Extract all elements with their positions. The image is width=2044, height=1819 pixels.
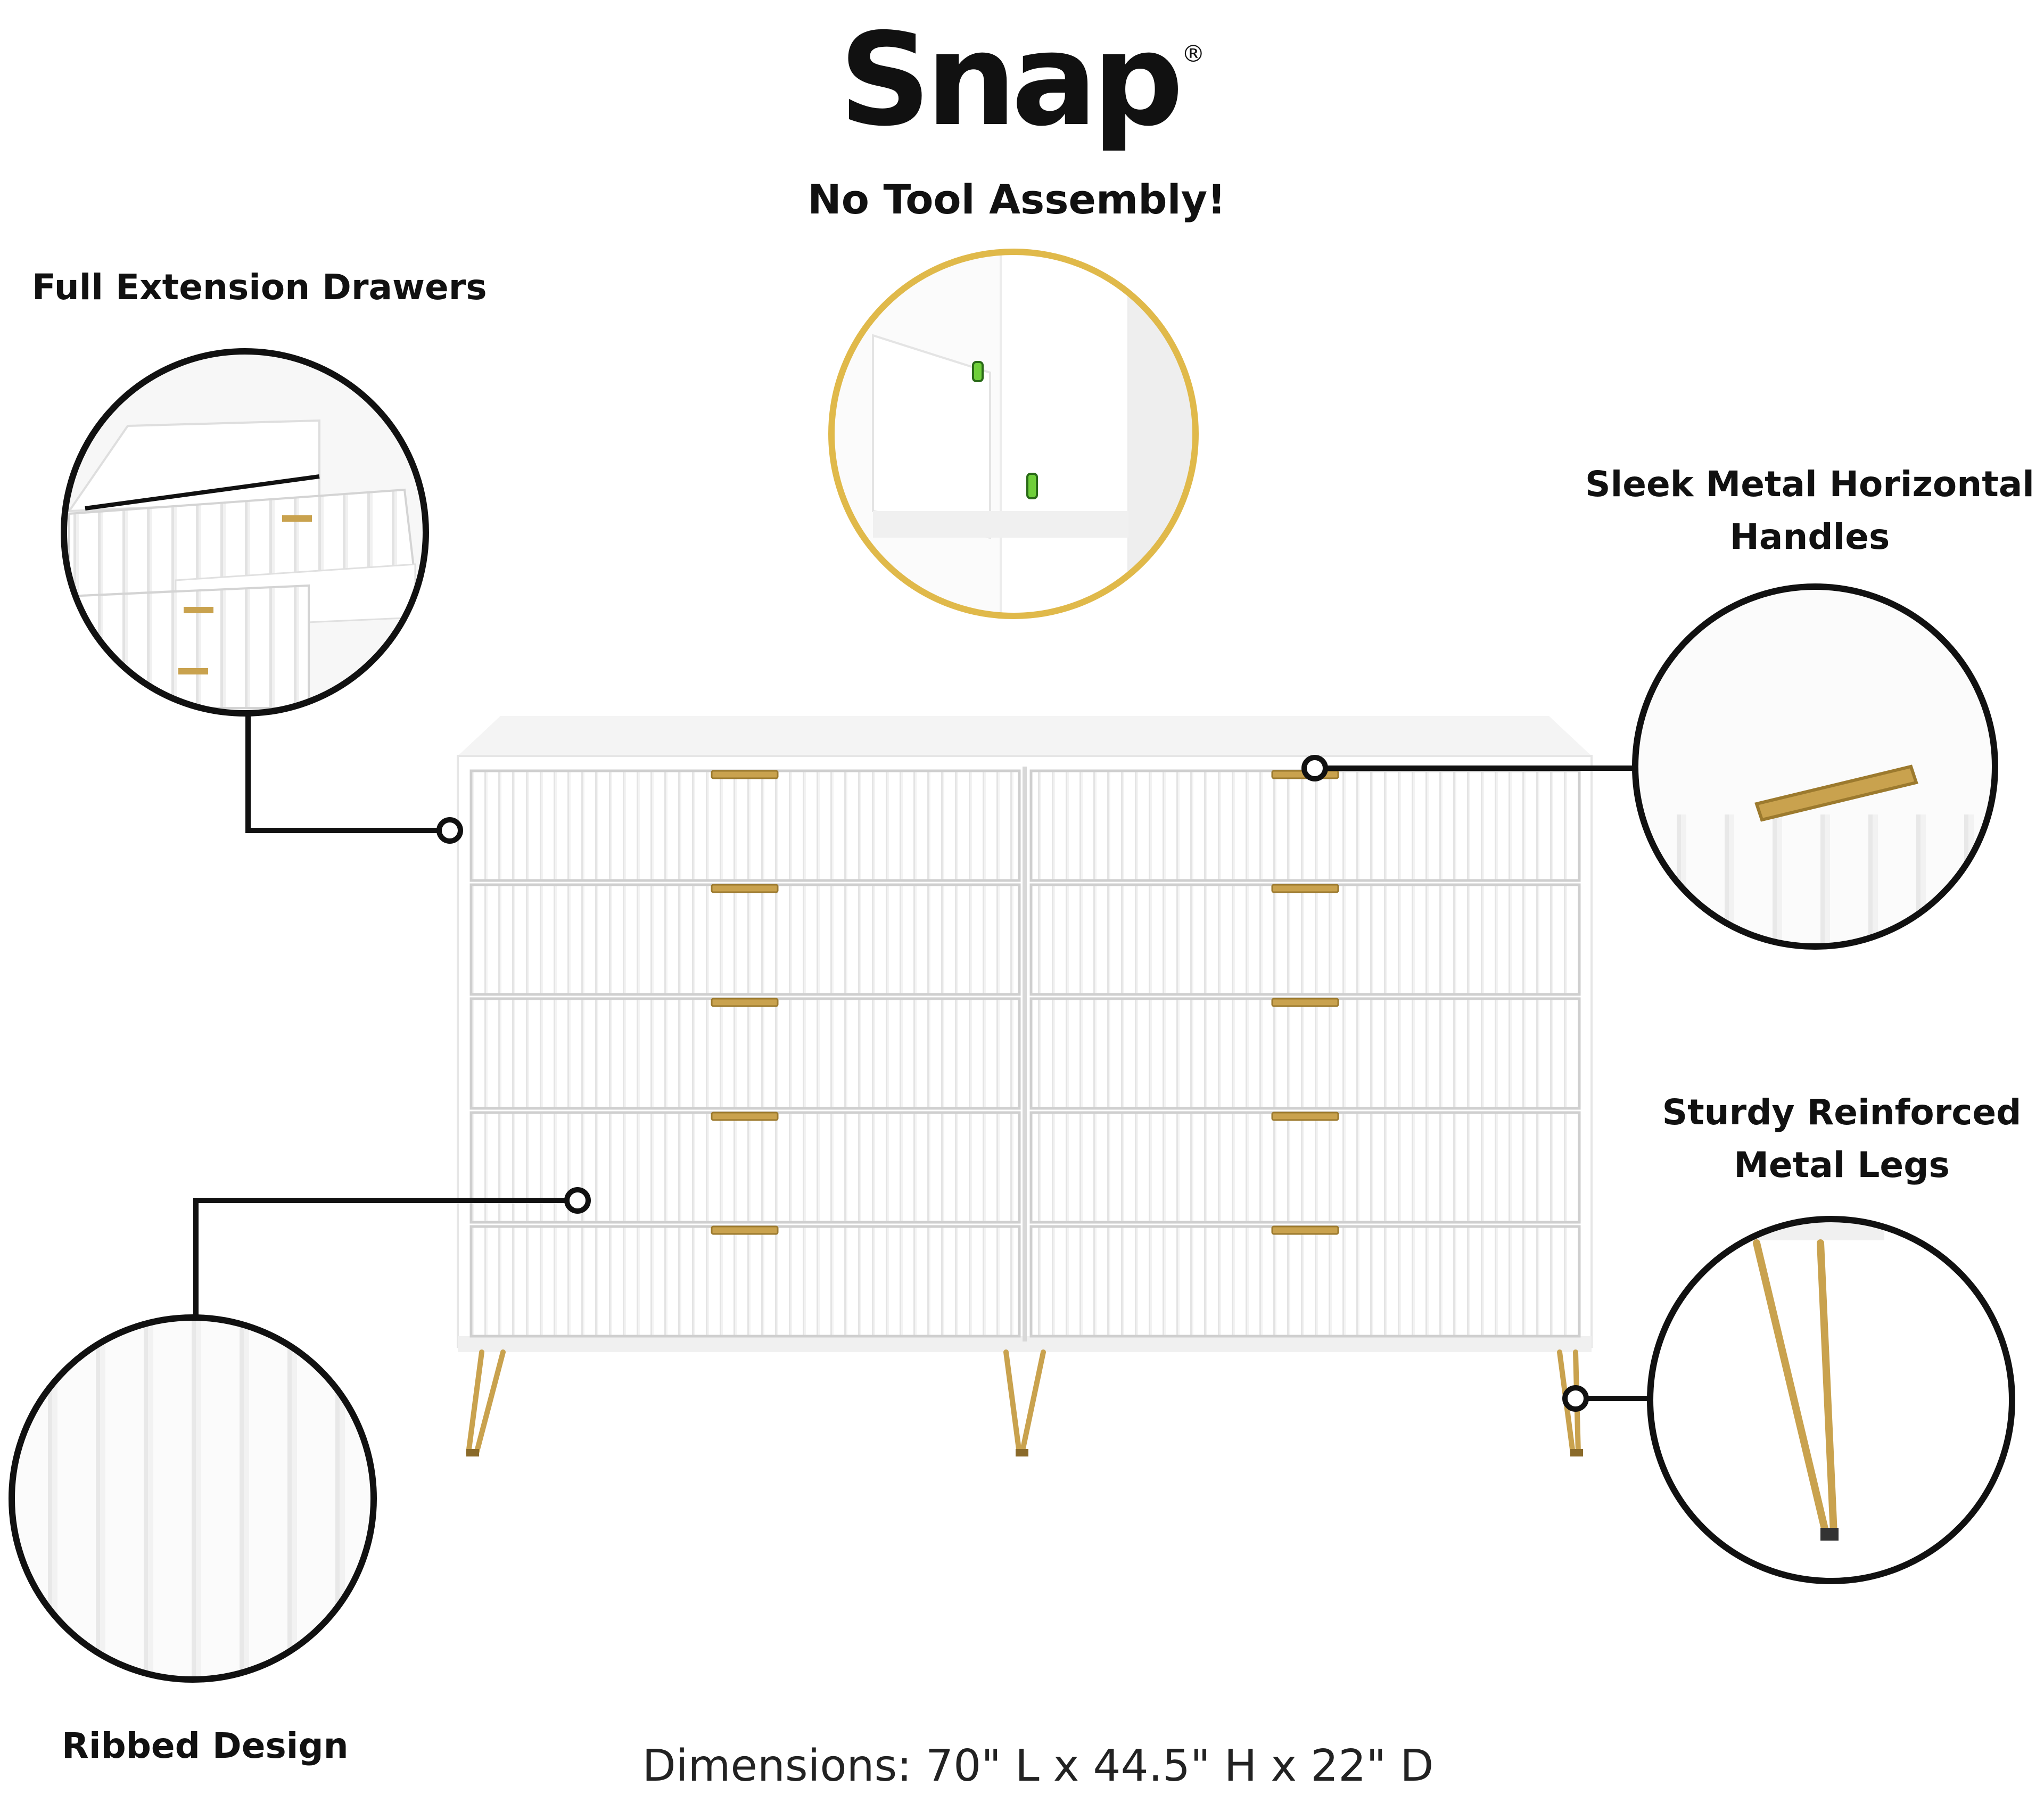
dimensions-text: Dimensions: 70" L x 44.5" H x 22" D xyxy=(642,1741,1434,1791)
drawer-right-5 xyxy=(1029,1225,1581,1338)
left-drawers xyxy=(469,769,1021,1338)
leader-full-extension xyxy=(245,713,450,833)
handles xyxy=(711,770,1339,1235)
drawer-left-2 xyxy=(469,883,1021,996)
label-sleek-handles-line1: Sleek Metal Horizontal xyxy=(1585,464,2034,505)
label-ribbed-design: Ribbed Design xyxy=(62,1725,349,1766)
circle-full-extension xyxy=(61,348,429,717)
circle-snap-detail xyxy=(828,249,1199,619)
callout-dots xyxy=(436,755,1589,1412)
label-full-extension-drawers: Full Extension Drawers xyxy=(32,267,487,308)
callout-dot-icon xyxy=(564,1187,591,1214)
circle-legs-detail xyxy=(1647,1216,2015,1584)
handle-right-3 xyxy=(1271,998,1339,1007)
drawer-right-2 xyxy=(1029,883,1581,996)
label-sleek-handles: Sleek Metal Horizontal Handles xyxy=(1576,458,2044,563)
foot-left xyxy=(466,1449,479,1456)
drawer-right-4 xyxy=(1029,1111,1581,1224)
label-metal-legs-line2: Metal Legs xyxy=(1734,1145,1950,1186)
dresser-top xyxy=(458,716,1592,756)
leg-middle xyxy=(1003,1349,1046,1456)
callout-dot-icon xyxy=(1301,755,1328,781)
callout-dot-icon xyxy=(1562,1385,1589,1412)
drawer-left-3 xyxy=(469,997,1021,1110)
circle-handles-detail xyxy=(1632,583,1998,950)
label-sleek-handles-line2: Handles xyxy=(1729,516,1890,557)
leg-left xyxy=(466,1349,506,1456)
handle-left-4 xyxy=(711,1112,779,1121)
leg-feet xyxy=(466,1449,1583,1456)
label-metal-legs: Sturdy Reinforced Metal Legs xyxy=(1618,1086,2044,1191)
handle-left-3 xyxy=(711,998,779,1007)
leader-ribbed xyxy=(193,1198,578,1318)
handle-right-5 xyxy=(1271,1225,1339,1235)
registered-mark: ® xyxy=(1181,40,1205,68)
right-drawers xyxy=(1029,769,1581,1338)
legs xyxy=(466,1349,1581,1456)
handle-left-5 xyxy=(711,1225,779,1235)
drawer-left-1 xyxy=(469,769,1021,882)
leader-lines xyxy=(193,713,1650,1401)
drawer-right-3 xyxy=(1029,997,1581,1110)
dresser xyxy=(457,716,1593,1456)
drawer-right-1 xyxy=(1029,769,1581,882)
brand-name: Snap xyxy=(839,5,1183,154)
brand-logo: Snap® xyxy=(820,16,1224,144)
drawer-left-4 xyxy=(469,1111,1021,1224)
handle-left-2 xyxy=(711,884,779,893)
handle-right-2 xyxy=(1271,884,1339,893)
callout-dot-icon xyxy=(436,817,463,844)
tagline: No Tool Assembly! xyxy=(807,176,1226,223)
handle-left-1 xyxy=(711,770,779,779)
foot-middle xyxy=(1016,1449,1028,1456)
circle-ribbed-detail xyxy=(9,1314,377,1683)
label-metal-legs-line1: Sturdy Reinforced xyxy=(1662,1092,2022,1133)
handle-right-4 xyxy=(1271,1112,1339,1121)
foot-right xyxy=(1570,1449,1583,1456)
drawer-left-5 xyxy=(469,1225,1021,1338)
